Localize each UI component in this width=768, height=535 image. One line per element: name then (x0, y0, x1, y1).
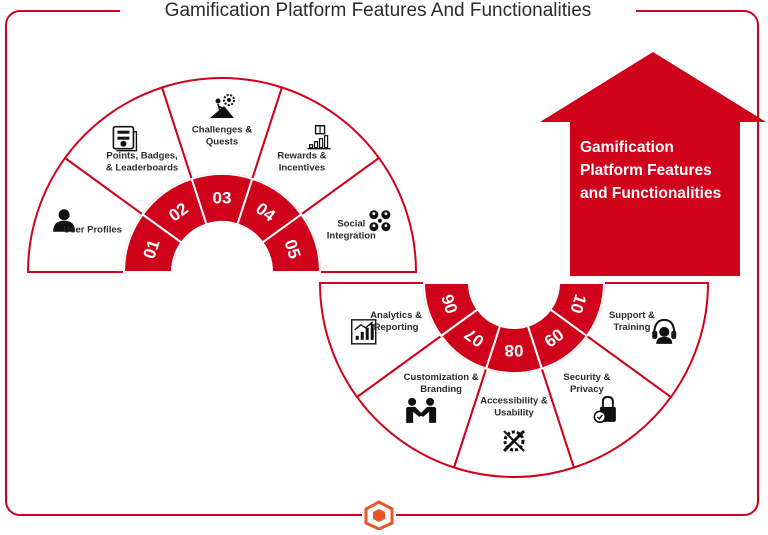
user-icon (53, 209, 76, 232)
feature-number: 03 (213, 189, 232, 208)
feature-label-line: Integration (327, 230, 376, 241)
analytics-chart-icon (351, 319, 377, 345)
arrow-label: Gamification Platform Features and Funct… (580, 139, 722, 202)
headset-icon (652, 318, 677, 344)
feature-label-line: User Profiles (63, 224, 122, 235)
number-ring-segment (549, 282, 606, 338)
tools-icon (502, 429, 526, 453)
handshake-icon (406, 397, 437, 423)
feature-number: 05 (280, 237, 304, 261)
feature-number: 10 (566, 292, 590, 316)
feature-label-line: Social (337, 218, 365, 229)
gift-chart-icon (307, 125, 331, 150)
feature-label-line: Reporting (374, 322, 419, 333)
feature-label-line: Analytics & (370, 310, 422, 321)
brand-logo (362, 500, 396, 531)
feature-label-line: Training (613, 322, 650, 333)
social-network-icon (369, 210, 391, 232)
feature-label-line: Incentives (279, 162, 325, 173)
page-title: Gamification Platform Features And Funct… (120, 0, 636, 22)
feature-label-line: Rewards & (277, 150, 326, 161)
feature-label-line: & Leaderboards (106, 162, 178, 173)
feature-label-line: Support & (609, 310, 655, 321)
scoreboard-icon (112, 125, 138, 152)
feature-segment-01: 01 User Profiles (26, 156, 183, 273)
feature-label-line: Points, Badges, (106, 150, 177, 161)
feature-label-line: Branding (420, 384, 462, 395)
feature-label-line: Usability (494, 408, 534, 419)
feature-label-line: Security & (563, 372, 610, 383)
feature-label-line: Accessibility & (480, 396, 548, 407)
climber-gear-icon (210, 94, 235, 118)
number-ring-segment (261, 213, 322, 273)
lock-shield-icon (593, 395, 616, 424)
feature-label-line: Privacy (570, 384, 605, 395)
feature-label-line: Customization & (404, 372, 479, 383)
feature-segment-03: 03 Challenges &Quests (160, 77, 284, 226)
feature-number: 06 (438, 292, 462, 316)
feature-number: 01 (140, 237, 164, 261)
feature-number: 08 (505, 341, 524, 360)
feature-label-line: Quests (206, 137, 238, 148)
feature-label-line: Challenges & (192, 125, 252, 136)
